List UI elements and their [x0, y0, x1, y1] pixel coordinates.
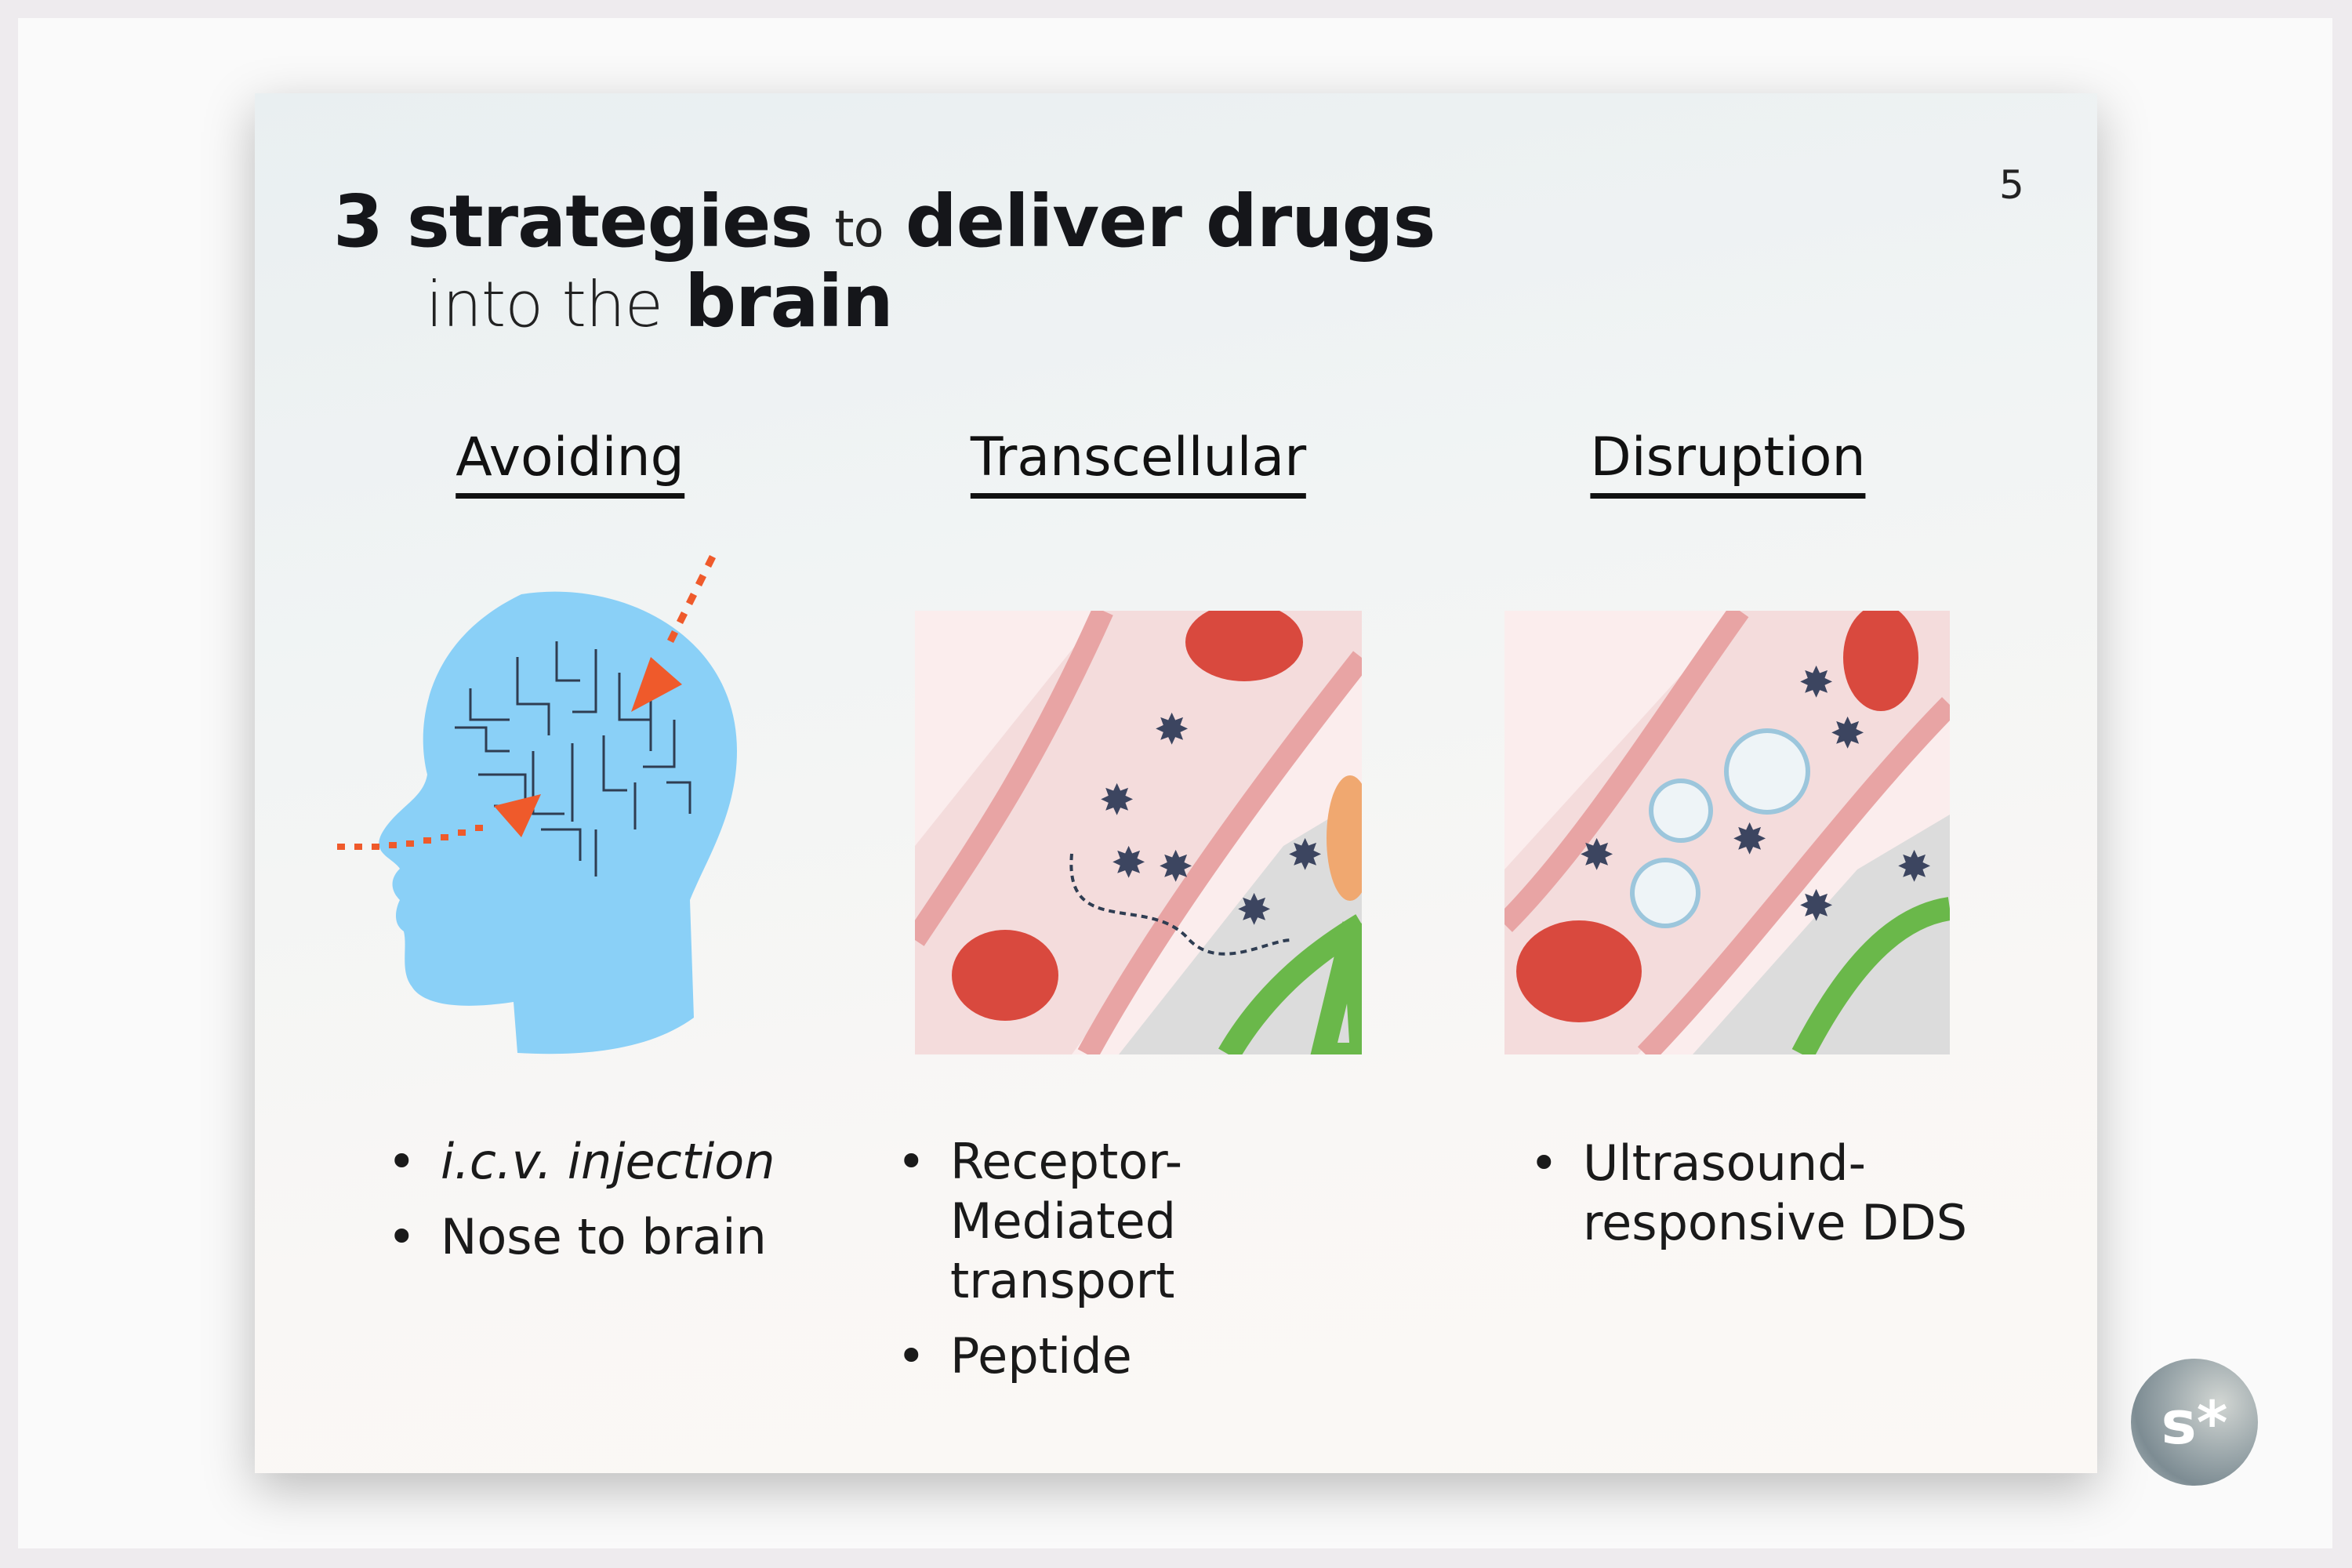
heading-disruption: Disruption: [1590, 426, 1866, 499]
list-item: Receptor-Mediated transport: [897, 1132, 1399, 1311]
title-part: into the: [426, 268, 663, 341]
title-part: deliver drugs: [905, 180, 1436, 263]
slide-title-line2: into the brain: [426, 260, 894, 343]
list-item: Nose to brain: [387, 1207, 775, 1267]
svg-text:✸: ✸: [1154, 705, 1189, 754]
heading-transcellular: Transcellular: [970, 426, 1307, 499]
svg-text:✸: ✸: [1896, 842, 1932, 891]
svg-text:✸: ✸: [1830, 709, 1865, 758]
svg-text:✸: ✸: [1158, 842, 1193, 891]
svg-text:✸: ✸: [1798, 658, 1834, 707]
bullet-list-disruption: Ultrasound-responsive DDS: [1530, 1134, 1969, 1269]
head-brain-circuit-icon: [337, 555, 737, 1054]
slide: 3 strategies to deliver drugs into the b…: [255, 93, 2097, 1473]
svg-text:✸: ✸: [1579, 830, 1614, 880]
bullet-list-transcellular: Receptor-Mediated transport Peptide: [897, 1132, 1399, 1402]
list-item: Ultrasound-responsive DDS: [1530, 1134, 1969, 1253]
brand-logo: s*: [2131, 1359, 2258, 1486]
heading-avoiding: Avoiding: [456, 426, 684, 499]
title-part: brain: [684, 260, 893, 343]
list-item: i.c.v. injection: [387, 1132, 775, 1192]
title-part: 3 strategies: [333, 180, 813, 263]
list-item: Peptide: [897, 1327, 1399, 1386]
svg-text:✸: ✸: [1099, 775, 1134, 825]
page-number: 5: [1999, 162, 2024, 208]
svg-text:✸: ✸: [1111, 838, 1146, 887]
svg-text:✸: ✸: [1287, 830, 1323, 880]
blood-vessel-transcellular-icon: ✸✸✸✸✸✸: [915, 611, 1362, 1054]
svg-text:✸: ✸: [1236, 885, 1272, 935]
svg-text:✸: ✸: [1732, 815, 1767, 864]
title-part: to: [834, 201, 884, 259]
slide-title-line1: 3 strategies to deliver drugs: [333, 180, 1436, 263]
bullet-list-avoiding: i.c.v. injection Nose to brain: [387, 1132, 775, 1283]
blood-vessel-disruption-icon: ✸✸✸✸✸✸: [1504, 611, 1950, 1054]
svg-text:✸: ✸: [1798, 881, 1834, 931]
